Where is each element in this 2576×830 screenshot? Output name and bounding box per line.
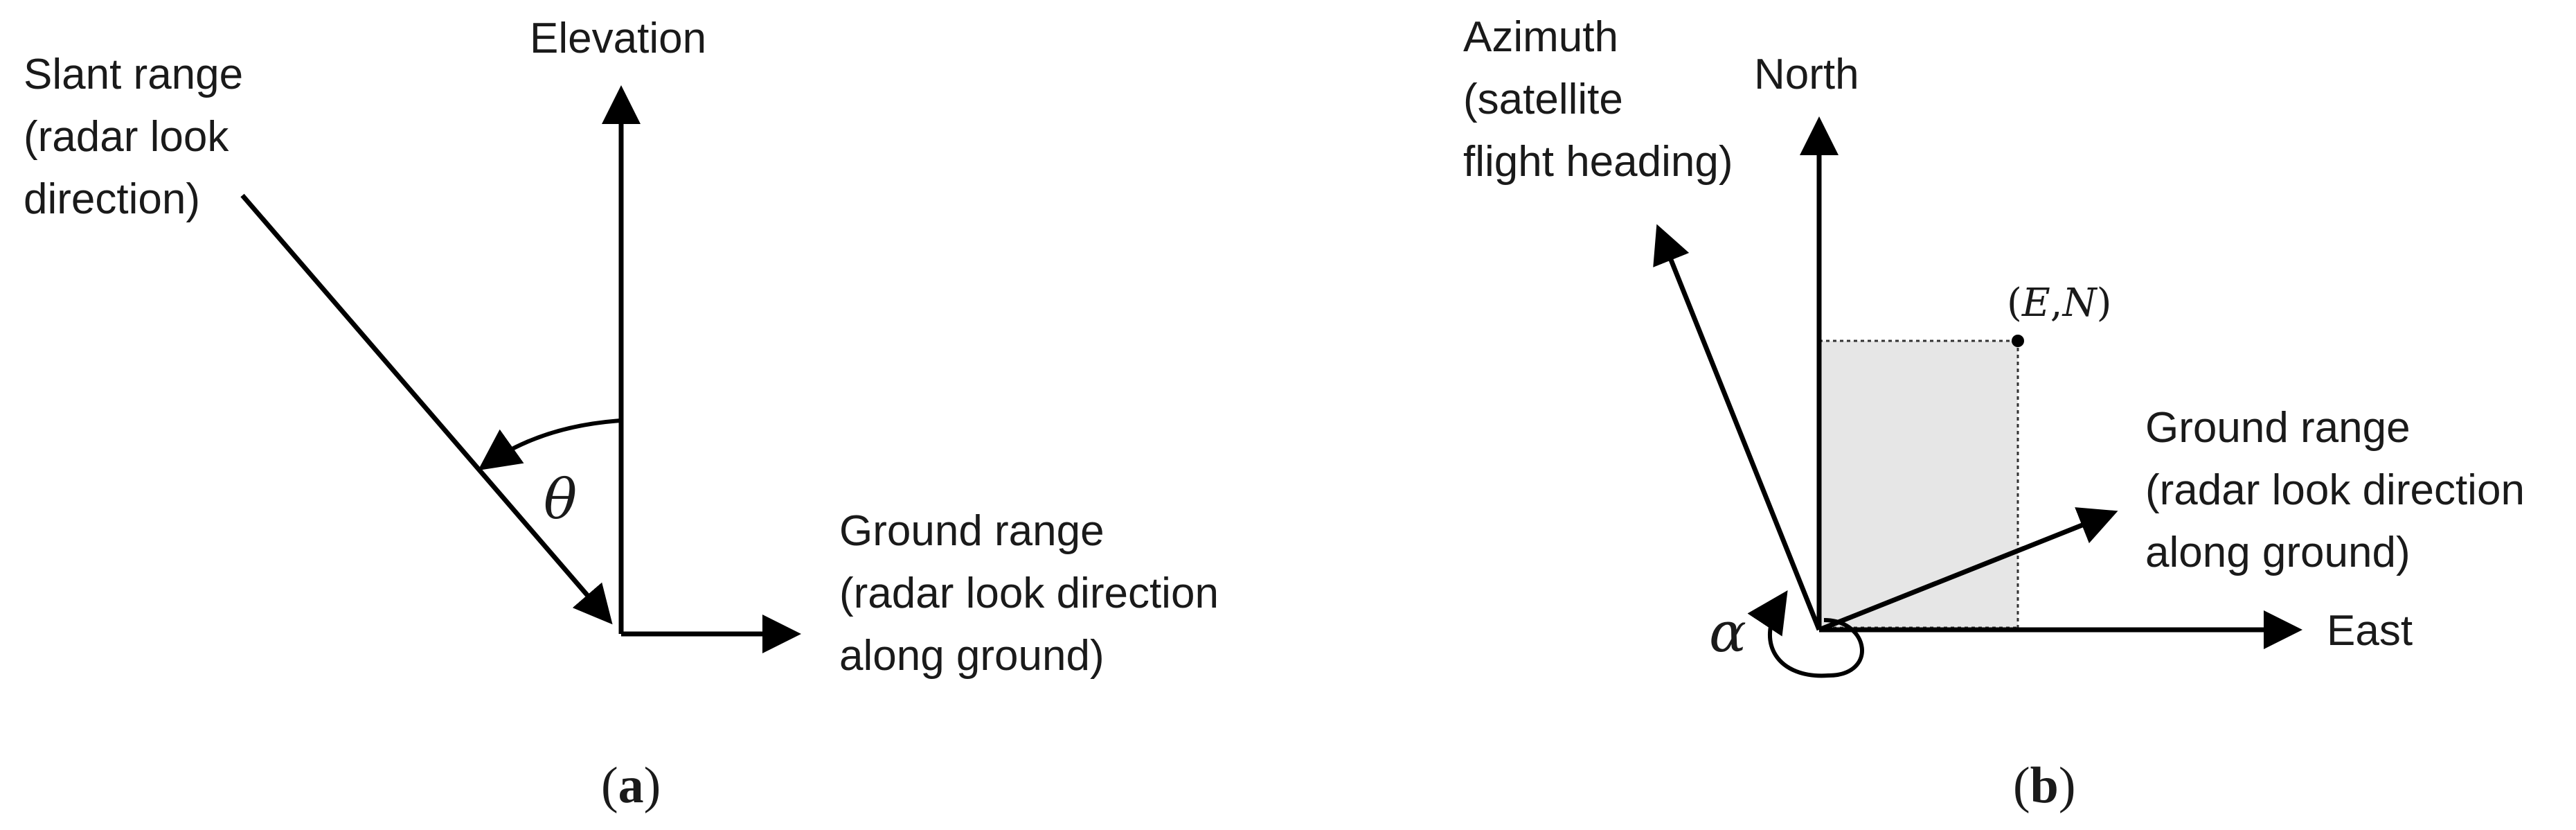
east-north-coordinate-label: (E,N) xyxy=(2007,281,2111,326)
north-label: North xyxy=(1754,51,1859,98)
theta-angle-label: θ xyxy=(544,467,577,531)
panel-a: Elevation Slant range (radar look direct… xyxy=(24,15,1231,814)
east-north-shaded-area xyxy=(1819,341,2018,630)
caption-b: (b) xyxy=(2013,757,2075,814)
ground-range-label-a: Ground range (radar look direction along… xyxy=(839,507,1231,680)
slant-range-arrow xyxy=(240,193,613,625)
ground-range-arrow-b xyxy=(1818,507,2118,633)
azimuth-arrow xyxy=(1653,224,1822,631)
azimuth-label: Azimuth (satellite flight heading) xyxy=(1463,13,1733,186)
heading-angle-loop xyxy=(1747,590,1864,678)
panel-b: Azimuth (satellite flight heading) North… xyxy=(1463,13,2537,814)
elevation-label: Elevation xyxy=(530,15,706,62)
caption-a: (a) xyxy=(601,757,661,814)
slant-range-label: Slant range (radar look direction) xyxy=(24,51,255,223)
alpha-angle-label: α xyxy=(1709,600,1746,664)
ground-range-label-b: Ground range (radar look direction along… xyxy=(2145,404,2537,576)
east-label: East xyxy=(2327,607,2413,655)
incidence-angle-arc xyxy=(478,418,622,470)
east-north-point xyxy=(2012,335,2024,347)
